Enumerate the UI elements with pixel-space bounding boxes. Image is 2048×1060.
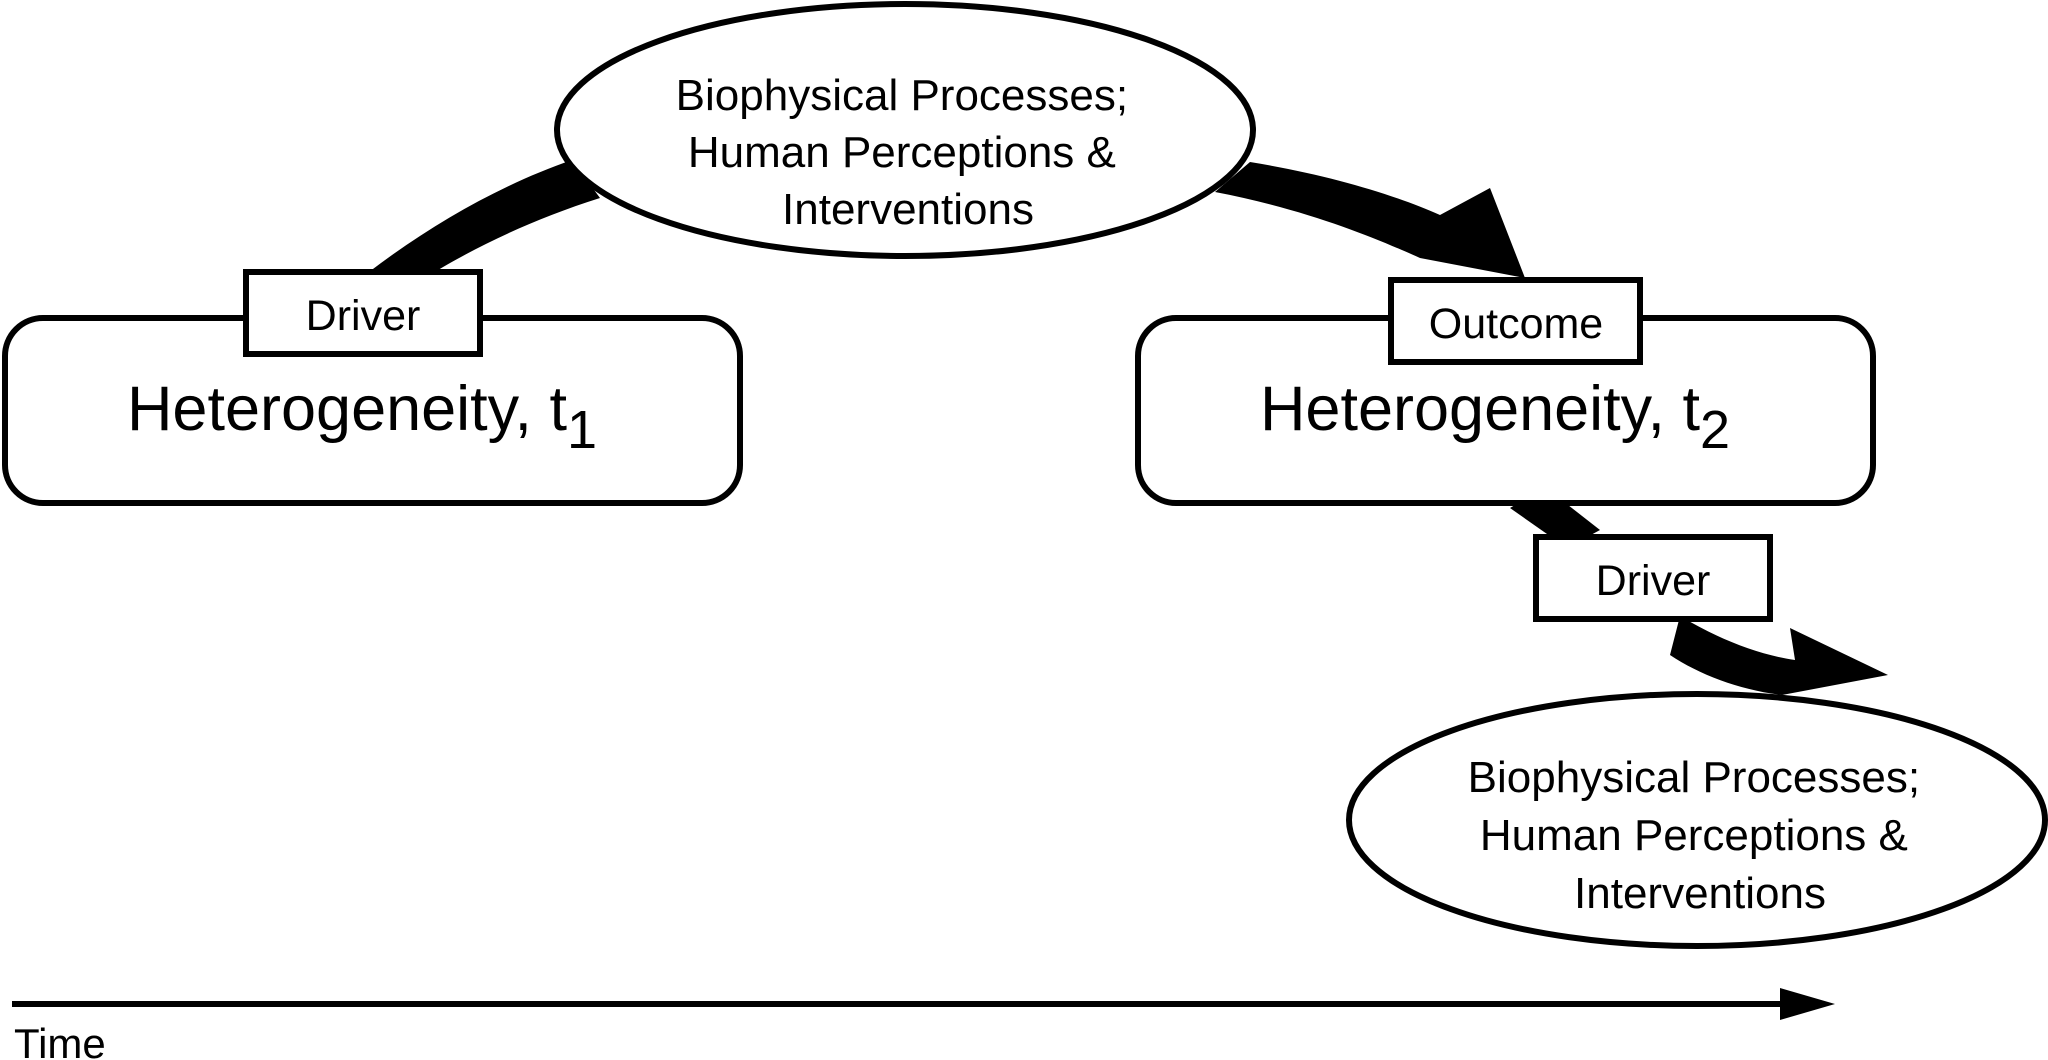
process-top-line-1: Biophysical Processes; (676, 71, 1128, 120)
process-bottom-line-2: Human Perceptions & (1480, 811, 1908, 860)
process-ellipse-bottom: Biophysical Processes; Human Perceptions… (1346, 691, 2048, 949)
svg-text:Biophysical Processes; H: Biophysical Processes; Human Perceptions… (1468, 753, 1933, 918)
state-box-t1: Heterogeneity, t1 (2, 315, 743, 506)
process-bottom-line-1: Biophysical Processes; (1468, 753, 1920, 802)
time-axis: Time (12, 988, 1835, 1060)
arrow-t1-to-process (365, 160, 600, 275)
process-ellipse-top: Biophysical Processes; Human Perceptions… (554, 1, 1256, 259)
svg-text:Heterogeneity, t2: Heterogeneity, t2 (1260, 374, 1730, 460)
time-axis-arrowhead (1780, 988, 1835, 1020)
arrow-process-to-t2 (1215, 162, 1525, 278)
tag-outcome: Outcome (1388, 277, 1643, 365)
state-t2-label: Heterogeneity, t (1260, 374, 1701, 444)
tag-driver-2: Driver (1533, 534, 1773, 622)
tag-driver-1: Driver (243, 269, 483, 357)
state-t1-subscript: 1 (567, 400, 597, 460)
state-t2-subscript: 2 (1700, 400, 1730, 460)
svg-text:Heterogeneity, t1: Heterogeneity, t1 (127, 374, 597, 460)
tag-driver-2-label: Driver (1596, 557, 1711, 605)
time-axis-label: Time (14, 1020, 106, 1060)
process-bottom-line-3: Interventions (1574, 869, 1826, 918)
state-t1-label: Heterogeneity, t (127, 374, 568, 444)
process-top-line-3: Interventions (782, 185, 1034, 234)
process-top-line-2: Human Perceptions & (688, 128, 1116, 177)
tag-driver-1-label: Driver (306, 292, 421, 340)
tag-outcome-label: Outcome (1429, 300, 1603, 348)
svg-text:Biophysical Processes; H: Biophysical Processes; Human Perceptions… (676, 71, 1141, 234)
arrow-driver-to-process (1670, 616, 1888, 695)
